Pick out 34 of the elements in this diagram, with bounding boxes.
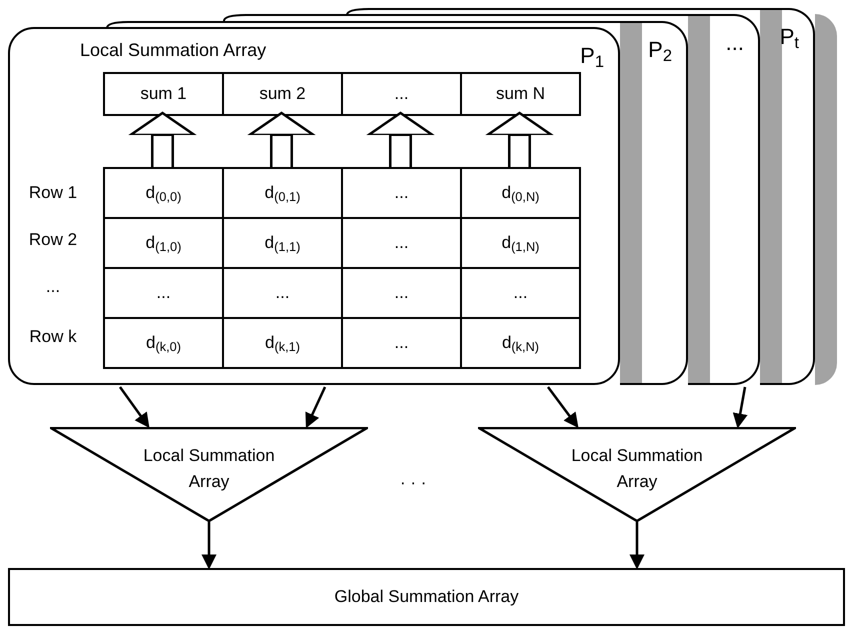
processor-card <box>688 14 760 385</box>
node-text: P$_{t}$ <box>780 23 799 53</box>
sum-cell: sum 1 <box>103 72 224 116</box>
arrow <box>118 386 150 428</box>
processor-card <box>8 27 620 385</box>
row-label: Row 1 <box>28 182 78 204</box>
arrow <box>732 386 748 428</box>
arrow <box>202 522 216 570</box>
data-cell: d$_{(0,0)}$ <box>103 167 224 219</box>
arrow <box>630 522 644 570</box>
data-cell: d$_{(0,N)}$ <box>460 167 581 219</box>
data-cell: d$_{(k,N)}$ <box>460 317 581 369</box>
global-array-box <box>8 568 845 626</box>
node-text: Local Summation Array <box>142 445 276 493</box>
row-label: ... <box>44 276 62 298</box>
node-text: Local Summation Array <box>80 39 266 62</box>
summation-triangle <box>50 427 368 522</box>
summation-triangle <box>478 427 796 522</box>
sum-cell: ... <box>341 72 462 116</box>
node-text: P$_{2}$ <box>648 36 672 66</box>
row-label: Row k <box>28 326 78 348</box>
node-text: ... <box>726 29 744 57</box>
node-text: Global Summation Array <box>334 586 519 608</box>
sum-cell: sum 2 <box>222 72 343 116</box>
arrow <box>305 386 326 428</box>
row-label: Row 2 <box>28 229 78 251</box>
node-text: P$_{1}$ <box>580 42 604 72</box>
node-text: Local Summation Array <box>570 445 704 493</box>
arrow <box>547 386 578 428</box>
sum-cell: sum N <box>460 72 581 116</box>
processor-card <box>760 8 815 385</box>
data-cell: d$_{(k,0)}$ <box>103 317 224 369</box>
ellipsis: · · · <box>400 472 426 494</box>
processor-card <box>620 21 688 385</box>
